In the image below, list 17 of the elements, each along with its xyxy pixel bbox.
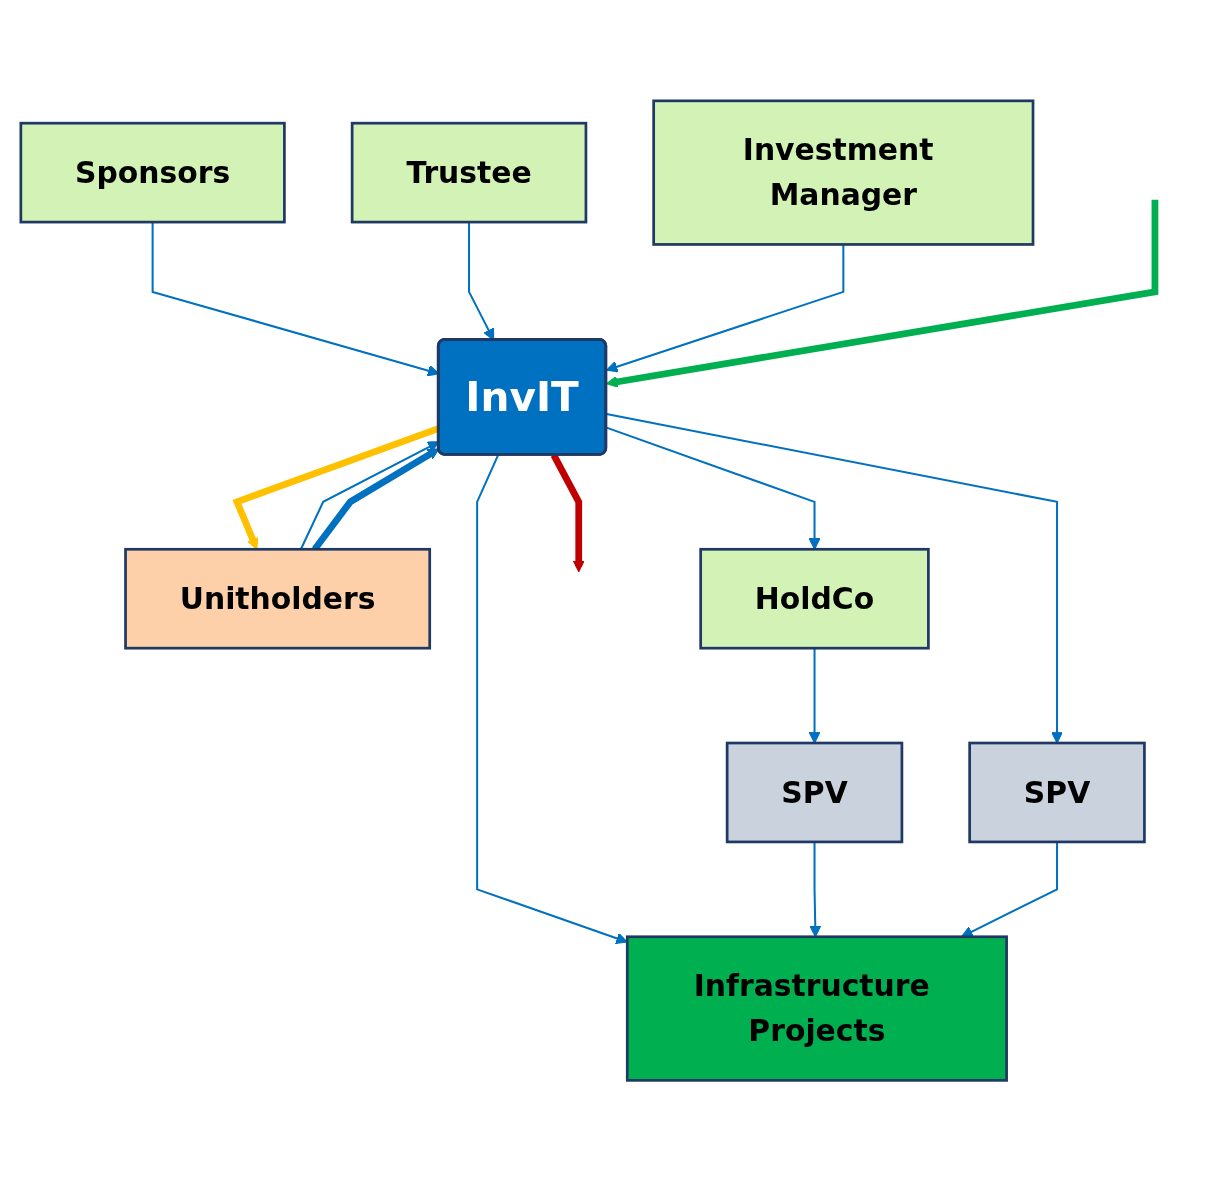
arrow <box>606 413 1063 744</box>
node-box: HoldCo <box>699 548 930 650</box>
arrow <box>605 244 845 373</box>
arrow <box>961 842 1059 938</box>
arrow <box>476 455 628 945</box>
node-box: SPV <box>725 742 904 844</box>
arrow <box>299 441 440 551</box>
arrow <box>232 425 441 551</box>
node-box: Unitholders <box>124 548 432 650</box>
arrow <box>808 648 821 744</box>
node-box: SPV <box>968 742 1146 844</box>
node-box: Infrastructure Projects <box>625 935 1008 1083</box>
arrow <box>605 200 1159 389</box>
node-box: Trustee <box>350 122 588 224</box>
arrow <box>809 842 822 938</box>
node-box: Investment Manager <box>652 99 1035 247</box>
node-box: Sponsors <box>19 122 286 224</box>
